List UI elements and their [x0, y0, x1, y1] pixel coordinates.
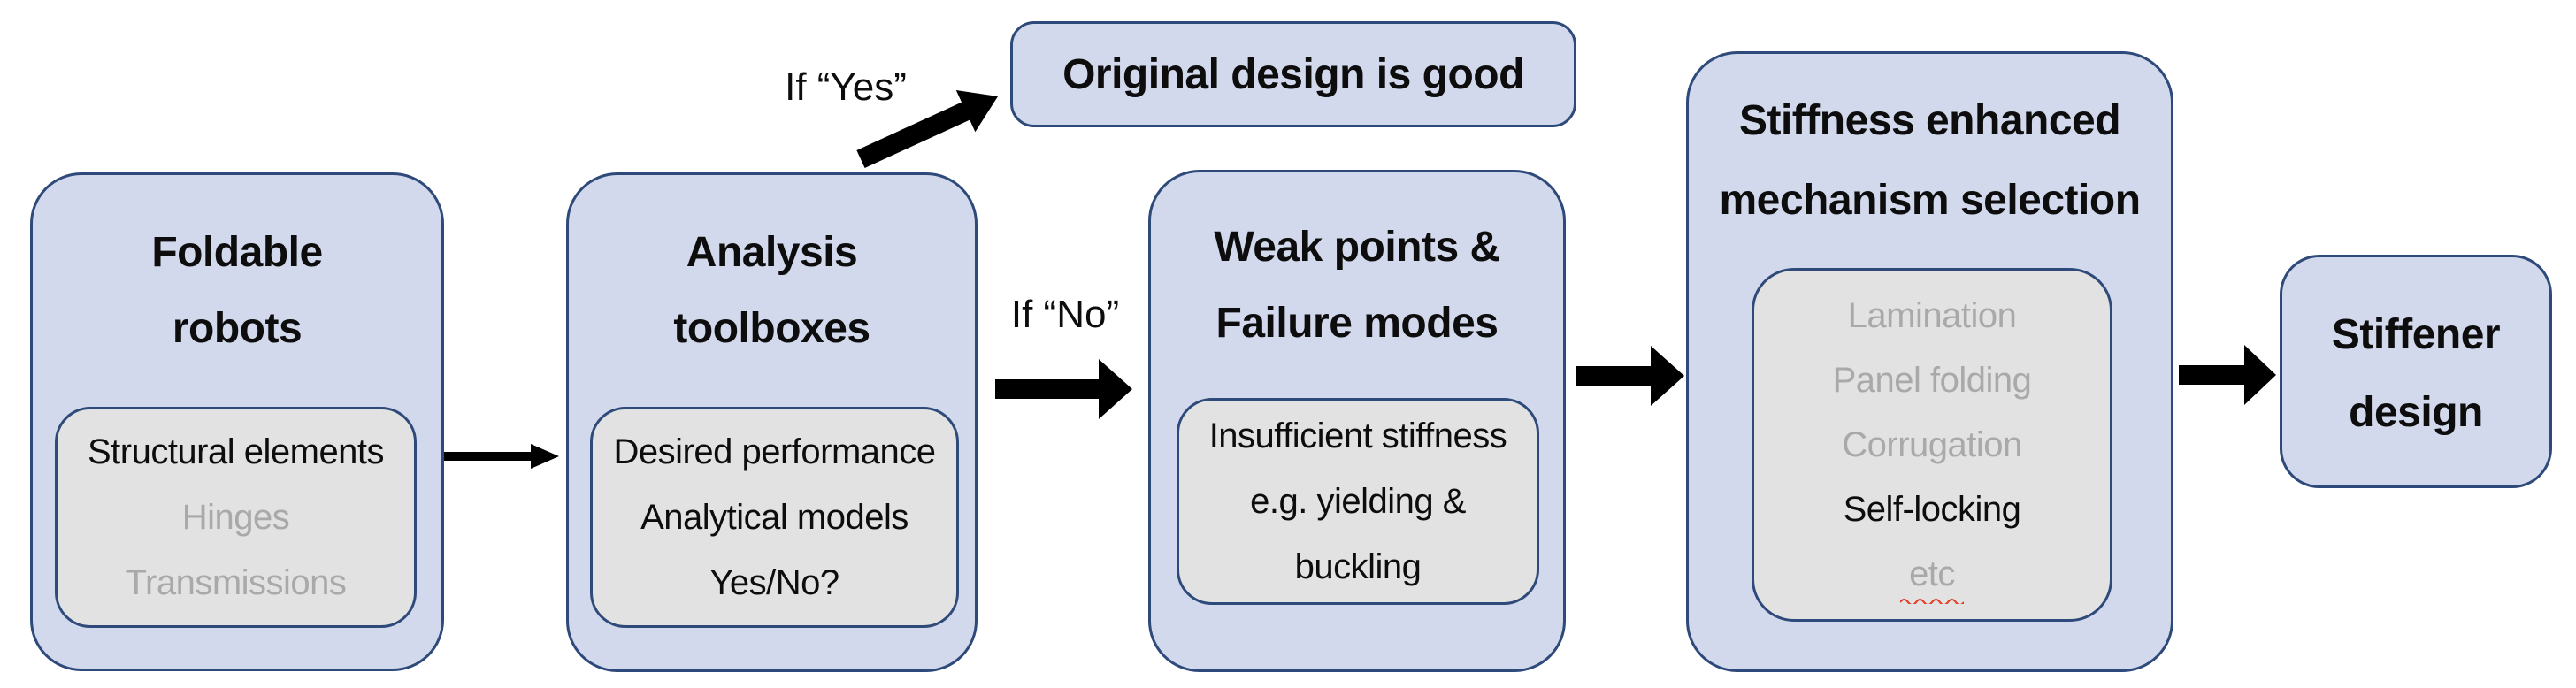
label-if-yes: If “Yes”: [785, 65, 907, 109]
title-line: Failure modes: [1215, 299, 1499, 347]
node-analysis-toolboxes: Analysis toolboxes Desired performance A…: [566, 172, 978, 672]
list-item-insufficient-stiffness: Insufficient stiffness: [1208, 417, 1507, 455]
title-line: robots: [172, 305, 303, 352]
title-line: Stiffener: [2331, 311, 2501, 358]
analysis-items-box: Desired performance Analytical models Ye…: [590, 407, 959, 628]
list-item-transmissions: Transmissions: [125, 563, 347, 602]
node-weak-points-title: Weak points & Failure modes: [1151, 172, 1563, 398]
list-item-self-locking: Self-locking: [1843, 489, 2021, 529]
node-foldable-robots: Foldable robots Structural elements Hing…: [30, 172, 444, 671]
arrow-selection-to-stiffener-icon: [2179, 345, 2276, 405]
list-item-desired-performance: Desired performance: [613, 432, 937, 471]
title-line: design: [2349, 389, 2483, 436]
title-line: mechanism selection: [1719, 177, 2141, 224]
list-item-buckling: buckling: [1294, 547, 1422, 586]
list-item-lamination: Lamination: [1847, 295, 2017, 335]
list-item-panel-folding: Panel folding: [1832, 360, 2032, 400]
node-stiffness-selection-title: Stiffness enhanced mechanism selection: [1689, 54, 2171, 268]
node-weak-points-failure-modes: Weak points & Failure modes Insufficient…: [1148, 170, 1566, 672]
title-line: Weak points &: [1214, 223, 1500, 271]
title-line: Analysis: [686, 229, 858, 276]
arrow-if-no-icon: [995, 359, 1132, 419]
label-if-no: If “No”: [1010, 293, 1120, 336]
foldable-items-box: Structural elements Hinges Transmissions: [55, 407, 417, 628]
weak-points-items-box: Insufficient stiffness e.g. yielding & b…: [1177, 398, 1539, 605]
arrow-weakpoints-to-selection-icon: [1576, 346, 1684, 406]
node-stiffness-mechanism-selection: Stiffness enhanced mechanism selection L…: [1686, 51, 2174, 672]
title-line: toolboxes: [673, 305, 870, 352]
list-item-hinges: Hinges: [181, 498, 290, 537]
node-foldable-robots-title: Foldable robots: [33, 175, 441, 407]
node-original-design-good: Original design is good: [1010, 21, 1576, 127]
etc-text: etc: [1909, 554, 1955, 593]
stiffness-items-box: Lamination Panel folding Corrugation Sel…: [1752, 268, 2112, 622]
title-line: Stiffness enhanced: [1738, 97, 2121, 144]
spellcheck-squiggle-icon: [1899, 598, 1964, 604]
node-original-design-good-label: Original design is good: [1062, 50, 1524, 98]
node-analysis-toolboxes-title: Analysis toolboxes: [569, 175, 975, 407]
list-item-analytical-models: Analytical models: [640, 498, 908, 537]
list-item-etc: etc: [1899, 542, 1964, 607]
title-line: Foldable: [151, 229, 323, 276]
list-item-eg-yielding: e.g. yielding &: [1250, 482, 1466, 521]
node-stiffener-design: Stiffener design: [2280, 255, 2552, 488]
node-stiffener-design-title: Stiffener design: [2282, 257, 2549, 491]
list-item-corrugation: Corrugation: [1842, 424, 2022, 464]
list-item-yes-no: Yes/No?: [709, 563, 840, 602]
list-item-structural-elements: Structural elements: [87, 432, 385, 471]
